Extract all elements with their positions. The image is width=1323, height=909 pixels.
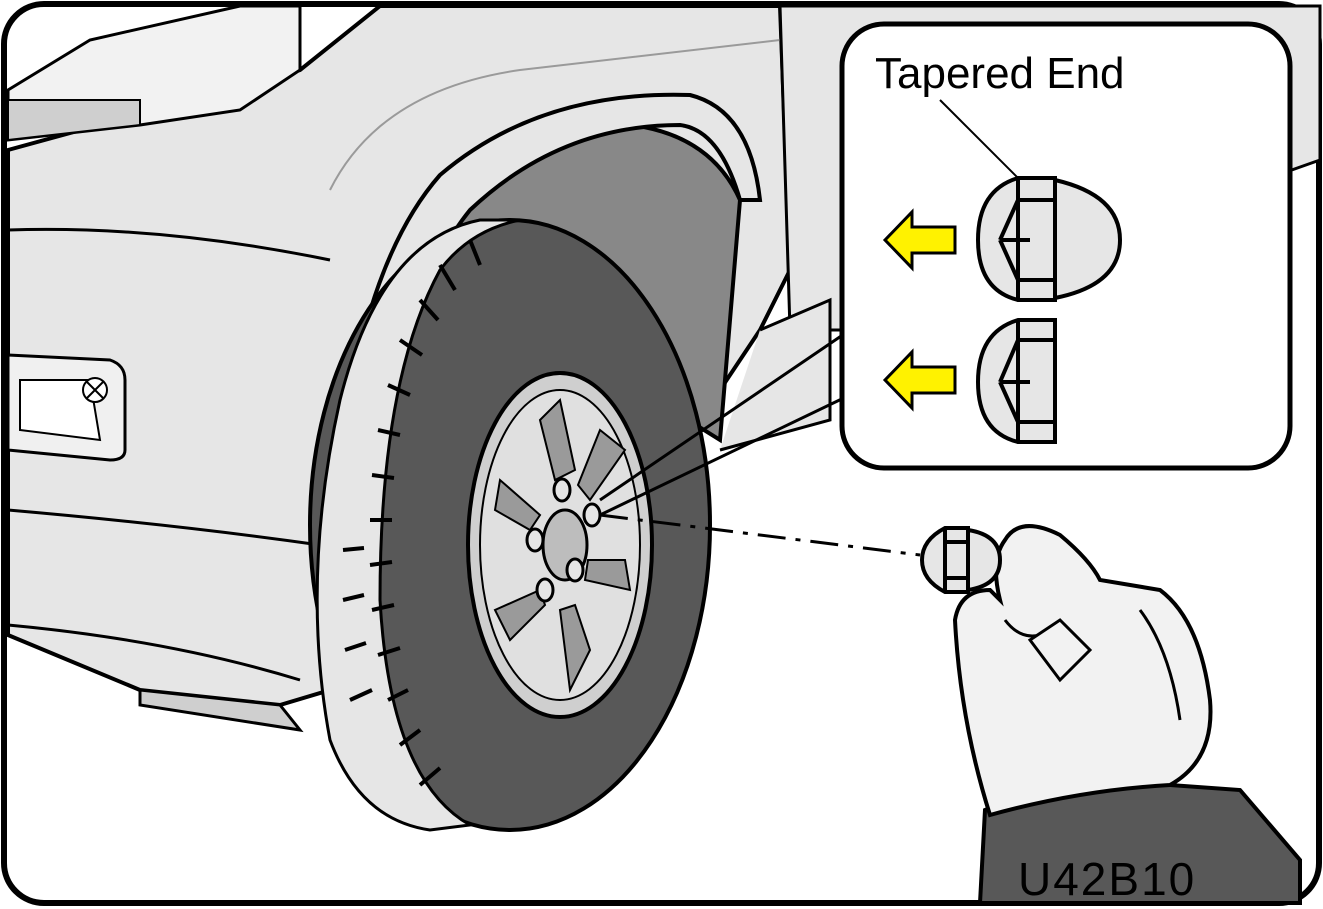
tapered-end-leader-line (939, 99, 1021, 181)
installation-path-line (599, 513, 921, 557)
lug-nut-open (975, 318, 1057, 444)
direction-arrow-upper (882, 208, 957, 272)
wheel-assembly (308, 218, 712, 832)
lug-bolts (525, 477, 602, 603)
hand-holding-lug-nut (919, 524, 1302, 905)
figure-code: U42B10 (1018, 853, 1196, 905)
direction-arrow-lower (882, 348, 957, 412)
lug-nut-in-hand (919, 526, 1003, 594)
hand (952, 524, 1213, 818)
callout-lines (599, 328, 851, 517)
lug-nut-capped (975, 176, 1123, 302)
tire-tread (315, 218, 521, 832)
tapered-end-label: Tapered End (875, 49, 1125, 98)
tapered-end-inset: Tapered End (839, 21, 1293, 471)
